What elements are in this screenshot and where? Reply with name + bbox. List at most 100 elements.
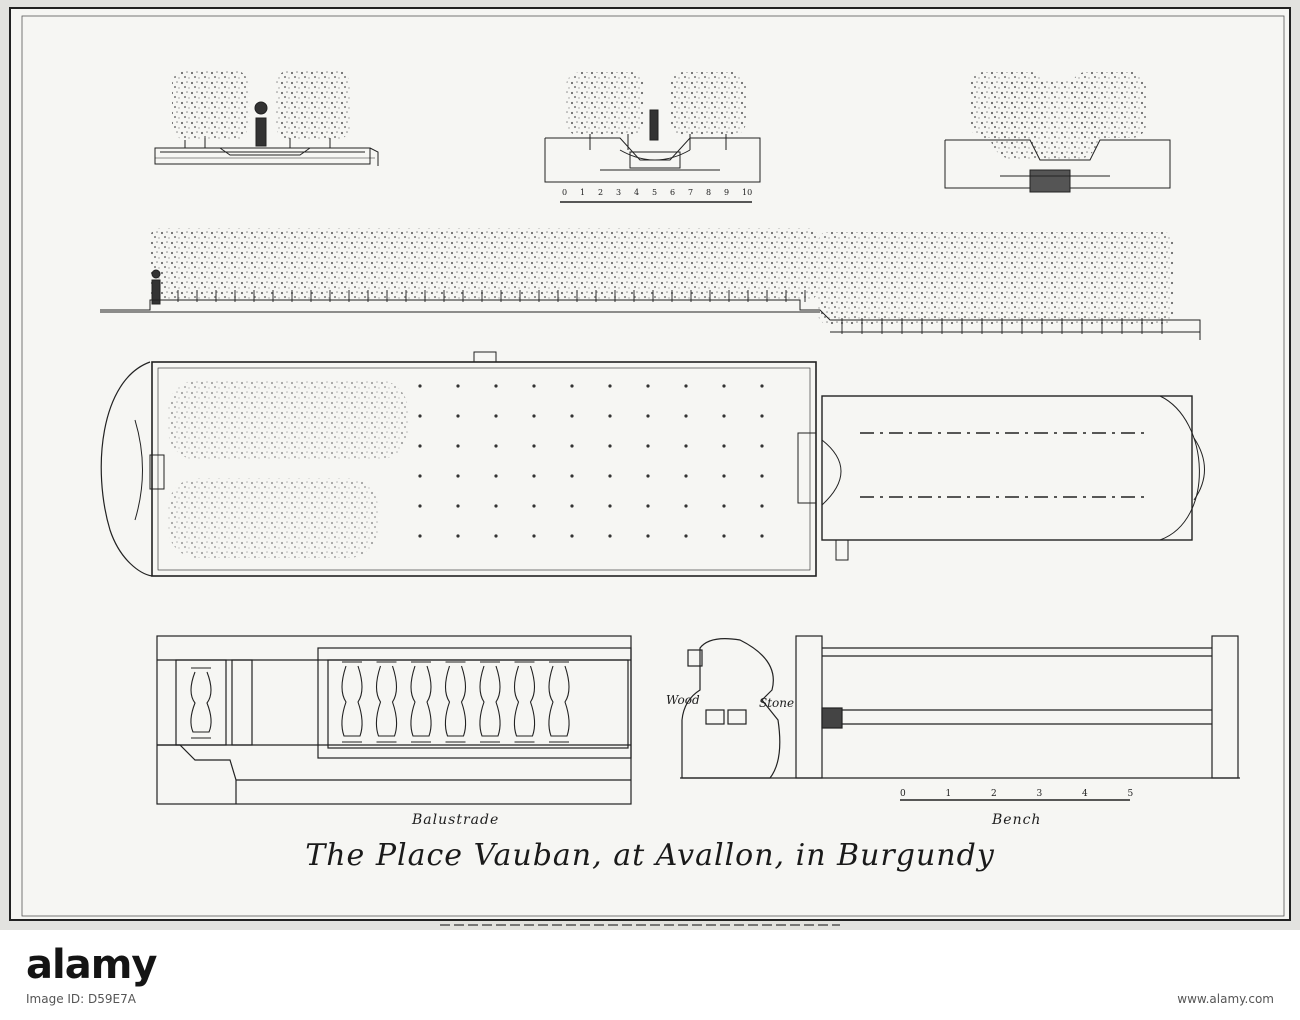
plan-tree-dot bbox=[494, 474, 498, 478]
plan-tree-dot bbox=[456, 444, 460, 448]
plan-tree-dot bbox=[722, 414, 726, 418]
scale-top-tick: 0 bbox=[562, 188, 567, 197]
plan-tree-dot bbox=[646, 444, 650, 448]
baluster bbox=[444, 661, 467, 743]
plan-tree-dot bbox=[532, 534, 536, 538]
plan-tree-dot bbox=[570, 444, 574, 448]
plan-tree-dot bbox=[646, 384, 650, 388]
scale-top-tick: 9 bbox=[724, 188, 729, 197]
avenue-elevation bbox=[100, 228, 1201, 340]
plan-tree-dot bbox=[646, 504, 650, 508]
label-wood: Wood bbox=[666, 693, 700, 707]
site-plan bbox=[100, 351, 1205, 577]
plan-tree-dot bbox=[532, 444, 536, 448]
elevation-fountain bbox=[544, 72, 761, 203]
baluster-row bbox=[190, 661, 570, 743]
label-bench: Bench bbox=[992, 812, 1042, 828]
plan-tree-dot bbox=[760, 444, 764, 448]
plan-tree-dot bbox=[684, 414, 688, 418]
plan-tree-dot bbox=[570, 414, 574, 418]
plan-tree-dot bbox=[722, 534, 726, 538]
plan-tree-dot bbox=[760, 474, 764, 478]
label-balustrade: Balustrade bbox=[412, 812, 500, 828]
baluster bbox=[375, 661, 398, 743]
scale-bench-tick: 1 bbox=[946, 789, 952, 799]
plan-tree-dot bbox=[456, 474, 460, 478]
scale-top-tick: 4 bbox=[634, 188, 639, 197]
scale-bar-bench: 0 1 2 3 4 5 bbox=[900, 789, 1134, 799]
scale-bench-tick: 2 bbox=[991, 789, 997, 799]
elevation-statue bbox=[154, 70, 379, 166]
scale-top-tick: 8 bbox=[706, 188, 711, 197]
baluster bbox=[341, 661, 363, 743]
scale-bench-tick: 3 bbox=[1037, 789, 1043, 799]
plan-tree-dot bbox=[684, 444, 688, 448]
plan-tree-dot bbox=[418, 384, 422, 388]
bench-detail bbox=[680, 635, 1240, 801]
baluster bbox=[410, 661, 432, 743]
scale-top-tick: 6 bbox=[670, 188, 675, 197]
plan-tree-dot bbox=[456, 504, 460, 508]
plan-tree-dot bbox=[532, 504, 536, 508]
plan-tree-dot bbox=[456, 534, 460, 538]
plan-tree-dot bbox=[760, 384, 764, 388]
plan-tree-dot bbox=[722, 384, 726, 388]
architectural-plate: 0 1 2 3 4 5 0 1 2 3 4 5 6 7 8 9 10 bbox=[9, 7, 1291, 926]
scale-bench-tick: 5 bbox=[1128, 789, 1134, 799]
image-id: Image ID: D59E7A bbox=[26, 992, 136, 1006]
plan-tree-dot bbox=[418, 414, 422, 418]
plan-tree-dot bbox=[760, 534, 764, 538]
plan-tree-dot bbox=[418, 504, 422, 508]
scale-bar-top-ticks: 0 1 2 3 4 5 6 7 8 9 10 bbox=[562, 188, 752, 197]
plan-tree-dot bbox=[456, 384, 460, 388]
plan-tree-dot bbox=[760, 414, 764, 418]
footer-strip bbox=[0, 930, 1300, 1020]
plan-tree-dot bbox=[760, 504, 764, 508]
plan-tree-dot bbox=[608, 504, 612, 508]
plan-tree-dot bbox=[646, 474, 650, 478]
scale-top-tick: 5 bbox=[652, 188, 657, 197]
plan-tree-dot bbox=[456, 414, 460, 418]
plan-tree-dot bbox=[494, 384, 498, 388]
label-stone: Stone bbox=[759, 696, 795, 710]
plan-tree-grid bbox=[418, 384, 764, 538]
balustrade-detail bbox=[156, 635, 632, 805]
plan-tree-dot bbox=[684, 384, 688, 388]
site-url[interactable]: www.alamy.com bbox=[1177, 992, 1274, 1006]
elevation-stair bbox=[944, 72, 1171, 193]
plan-tree-dot bbox=[494, 534, 498, 538]
baluster bbox=[548, 661, 570, 743]
plan-tree-dot bbox=[570, 504, 574, 508]
scale-top-tick: 1 bbox=[580, 188, 585, 197]
inner-border bbox=[21, 15, 1285, 917]
plan-tree-dot bbox=[684, 504, 688, 508]
plan-tree-dot bbox=[608, 474, 612, 478]
plan-tree-dot bbox=[684, 474, 688, 478]
scale-top-tick: 10 bbox=[742, 188, 752, 197]
scale-top-tick: 3 bbox=[616, 188, 621, 197]
plan-tree-dot bbox=[608, 534, 612, 538]
plan-tree-dot bbox=[608, 384, 612, 388]
plan-tree-dot bbox=[722, 504, 726, 508]
plan-tree-dot bbox=[494, 444, 498, 448]
plan-tree-dot bbox=[684, 534, 688, 538]
plan-tree-dot bbox=[418, 444, 422, 448]
plan-tree-dot bbox=[570, 474, 574, 478]
plan-tree-dot bbox=[722, 444, 726, 448]
alamy-logo[interactable]: alamy bbox=[26, 942, 157, 988]
plan-tree-dot bbox=[608, 444, 612, 448]
plan-tree-dot bbox=[532, 474, 536, 478]
plan-tree-dot bbox=[532, 414, 536, 418]
plan-tree-dot bbox=[722, 474, 726, 478]
scale-bench-tick: 0 bbox=[900, 789, 906, 799]
plan-tree-dot bbox=[418, 474, 422, 478]
scale-bench-tick: 4 bbox=[1082, 789, 1088, 799]
plate-title: The Place Vauban, at Avallon, in Burgund… bbox=[305, 838, 995, 873]
scale-top-tick: 7 bbox=[688, 188, 693, 197]
plan-tree-dot bbox=[570, 534, 574, 538]
baluster bbox=[513, 661, 536, 743]
plan-tree-dot bbox=[608, 414, 612, 418]
plan-tree-dot bbox=[418, 534, 422, 538]
baluster bbox=[479, 661, 501, 743]
scale-top-tick: 2 bbox=[598, 188, 603, 197]
